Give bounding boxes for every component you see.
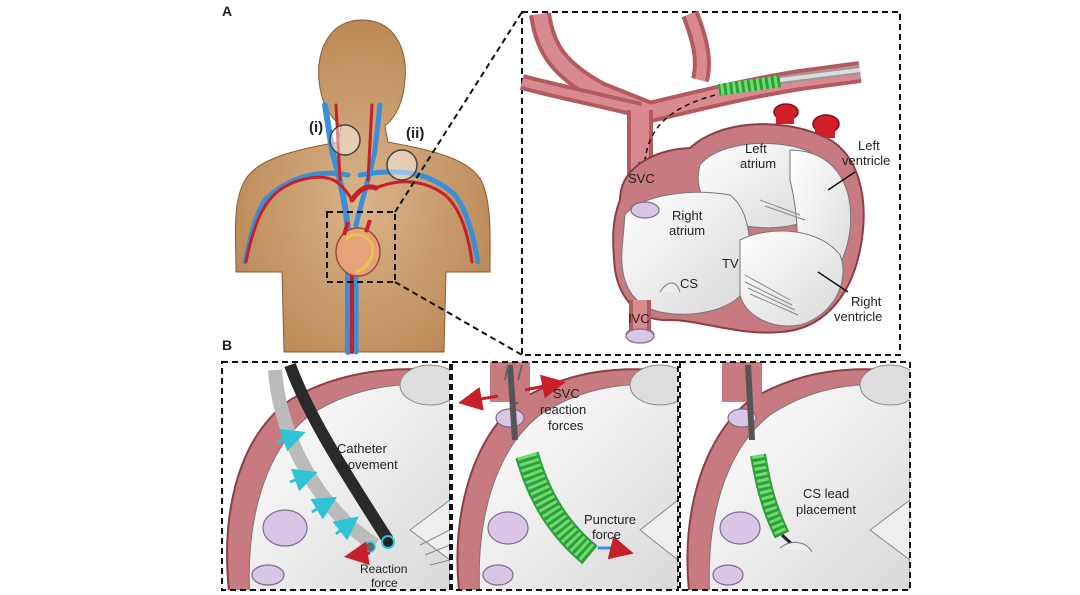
svc-reaction-label-3: forces [548, 418, 584, 433]
ivc-label: IVC [628, 311, 650, 326]
step3-panel [680, 362, 910, 590]
step2-panel [452, 362, 678, 590]
svc-reaction-label-1: SVC [553, 386, 580, 401]
body-vessels [242, 102, 481, 355]
right-atrium-label-1: Right [672, 208, 703, 223]
right-atrium-label-2: atrium [669, 223, 705, 238]
left-atrium-label-2: atrium [740, 156, 776, 171]
human-torso [234, 19, 491, 353]
tv-label: TV [722, 256, 739, 271]
step1-panel [222, 362, 450, 590]
step2-box [451, 361, 679, 591]
right-ventricle-label-2: ventricle [834, 309, 882, 324]
zoom-line-bottom [394, 281, 523, 356]
cs-label: CS [680, 276, 698, 291]
right-ventricle-label-1: Right [851, 294, 882, 309]
marker-i-label: (i) [309, 119, 323, 136]
step3-box [679, 361, 911, 591]
cs-lead-label-2: placement [796, 502, 856, 517]
marker-i-circle [329, 124, 361, 156]
catheter-movement-label-1: Catheter [337, 441, 388, 456]
marker-ii-label: (ii) [406, 125, 424, 142]
panel-a-letter: A [222, 3, 232, 19]
puncture-force-label-2: force [592, 527, 621, 542]
heart-zoom-box [326, 211, 396, 283]
heart-detail [519, 10, 865, 344]
catheter-movement-label-2: movement [337, 457, 398, 472]
svc-reaction-label-2: reaction [540, 402, 586, 417]
marker-ii-circle [386, 149, 418, 181]
body-heart [335, 219, 381, 277]
svc-label: SVC [628, 171, 655, 186]
panel-b-letter: B [222, 337, 232, 353]
reaction-force-label-2: force [371, 576, 398, 590]
puncture-force-label-1: Puncture [584, 512, 636, 527]
reaction-force-label-1: Reaction [360, 562, 407, 576]
cs-lead-label-1: CS lead [803, 486, 849, 501]
left-ventricle-label-1: Left [858, 138, 880, 153]
heart-labels: SVC IVC Left atrium Left ventricle Right… [628, 138, 890, 326]
step1-box [221, 361, 451, 591]
heart-detail-box [521, 11, 901, 356]
left-atrium-label-1: Left [745, 141, 767, 156]
left-ventricle-label-2: ventricle [842, 153, 890, 168]
